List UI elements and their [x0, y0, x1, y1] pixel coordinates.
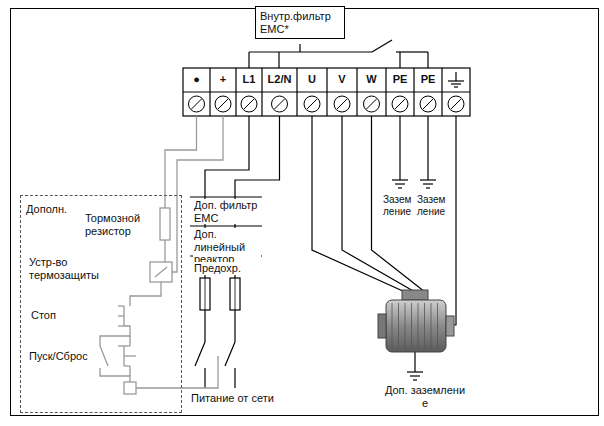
- component-label: Питание от сети: [190, 392, 275, 405]
- component-label: Предохр.: [193, 262, 242, 275]
- component-label: Пуск/Сброс: [28, 350, 89, 363]
- frame: [11, 9, 599, 416]
- motor: [378, 290, 454, 352]
- motor-cables: [312, 116, 456, 372]
- terminal-label: L2/N: [262, 73, 297, 86]
- component-label: Тормозной резистор: [84, 212, 158, 237]
- ground-label: Доп. заземление: [383, 384, 467, 409]
- terminal-screws: [189, 96, 465, 112]
- terminal-label: ●: [183, 73, 210, 86]
- box-label: Внутр.фильтр EMC*: [260, 10, 340, 35]
- terminal-label: U: [297, 73, 327, 86]
- terminal-label: +: [210, 73, 236, 86]
- terminal-label: V: [327, 73, 357, 86]
- terminal-label: L1: [236, 73, 262, 86]
- terminal-label: PE: [414, 73, 442, 86]
- emc-filter-wiring: [249, 40, 428, 68]
- component-label: Доп. фильтр EMC: [193, 199, 261, 224]
- terminal-label: W: [357, 73, 386, 86]
- component-label: Доп. линейный реактор: [193, 228, 261, 266]
- group-heading: Дополн.: [26, 203, 67, 216]
- ground-label: Заземление: [382, 194, 417, 217]
- terminal-strip: [183, 68, 470, 116]
- terminal-label: PE: [386, 73, 414, 86]
- component-label: Устр-во термозащиты: [28, 256, 130, 281]
- filter-box: Внутр.фильтр EMC*: [255, 6, 345, 39]
- component-label: Стоп: [30, 309, 57, 322]
- ground-label: Заземление: [416, 194, 451, 217]
- earth-terminal-symbol: [448, 72, 464, 87]
